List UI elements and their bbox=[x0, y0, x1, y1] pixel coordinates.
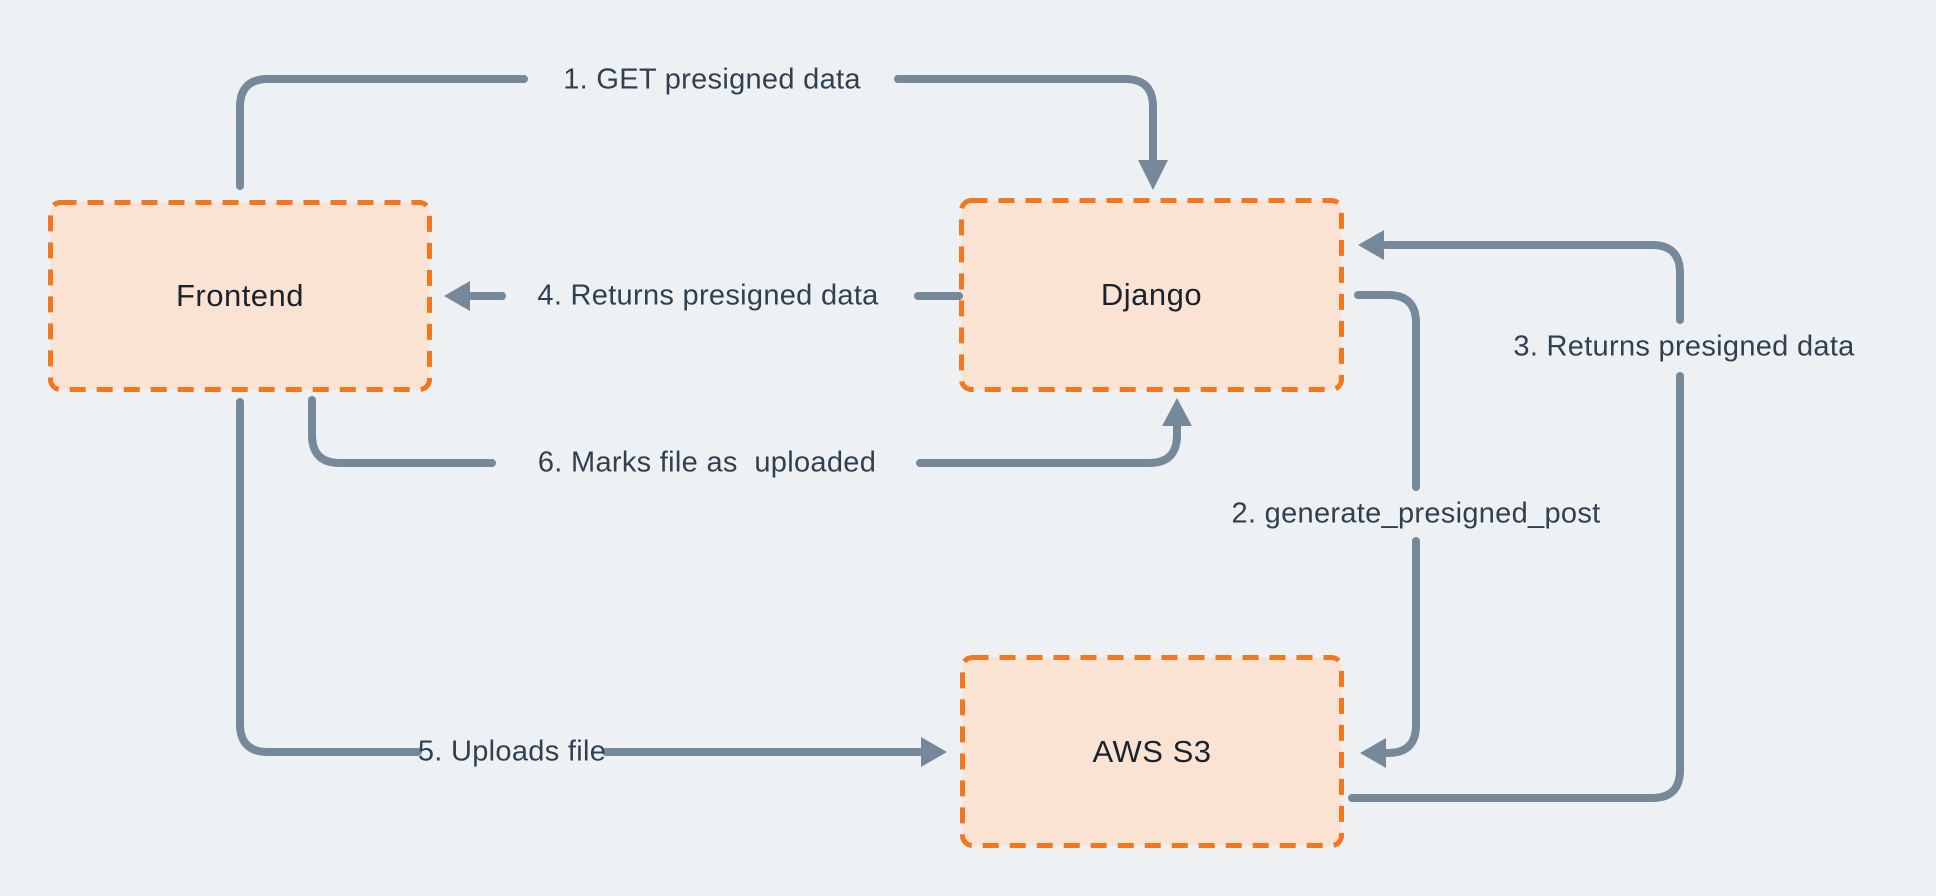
frontend-box bbox=[48, 200, 432, 392]
edge-label-2-generate-presigned-post: 2. generate_presigned_post bbox=[1231, 497, 1601, 530]
arrowhead-left-icon bbox=[1360, 738, 1386, 768]
node-boxes bbox=[48, 198, 1344, 848]
edge-label-6-marks-file-uploaded: 6. Marks file as uploaded bbox=[537, 446, 877, 479]
node-frontend-label: Frontend bbox=[175, 278, 305, 313]
edge-1-get-presigned-data bbox=[236, 75, 1168, 190]
node-django-label: Django bbox=[1100, 277, 1203, 312]
arrowhead-left-icon bbox=[444, 281, 470, 311]
edge-4-returns-presigned-data bbox=[444, 281, 963, 311]
arrowhead-right-icon bbox=[921, 737, 947, 767]
edge-label-3-returns-presigned-data: 3. Returns presigned data bbox=[1513, 330, 1855, 363]
edge-3-returns-presigned-data bbox=[1348, 230, 1684, 802]
edge-label-1-get-presigned-data: 1. GET presigned data bbox=[563, 63, 861, 96]
node-aws-s3-label: AWS S3 bbox=[1092, 733, 1212, 769]
edge-6-marks-file-uploaded bbox=[308, 396, 1192, 467]
edge-label-4-returns-presigned-data: 4. Returns presigned data bbox=[537, 279, 879, 312]
arrowhead-left-icon bbox=[1358, 230, 1384, 260]
edges bbox=[236, 75, 1684, 802]
edge-2-generate-presigned-post bbox=[1354, 291, 1420, 768]
arrowhead-up-icon bbox=[1162, 398, 1192, 426]
arrowhead-down-icon bbox=[1138, 160, 1168, 190]
aws-s3-box bbox=[960, 655, 1344, 848]
edge-5-uploads-file bbox=[236, 398, 947, 767]
edge-label-5-uploads-file: 5. Uploads file bbox=[417, 735, 607, 768]
django-box bbox=[959, 198, 1344, 392]
